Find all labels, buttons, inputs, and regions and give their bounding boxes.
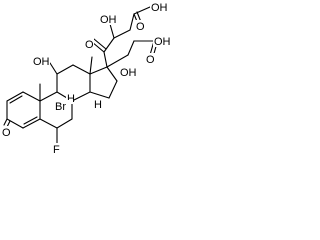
fluorine-label: F — [53, 144, 60, 156]
side-chain-hydroxy-label: OH — [100, 14, 117, 26]
carboxyl-o-label-top: O — [136, 21, 145, 33]
hydrogen-label-c9: H — [67, 93, 75, 105]
c11-hydroxy-label: OH — [33, 56, 50, 68]
carboxyl-o-label-right: O — [146, 54, 155, 66]
molecular-structure-diagram: OH O OH O OH O OH OH H H Br O F — [1, 1, 171, 156]
carboxyl-oh-label-right: OH — [154, 36, 171, 48]
carboxyl-oh-label-top: OH — [151, 2, 168, 14]
atom-labels: OH O OH O OH O OH OH H H Br O F — [1, 1, 171, 156]
c3-ketone-label: O — [2, 127, 11, 139]
bond-lines — [3, 6, 158, 144]
bromine-label: Br — [55, 101, 66, 113]
c17-hydroxy-label: OH — [120, 67, 137, 79]
side-chain-ketone-label: O — [85, 39, 94, 51]
hydrogen-label-c14: H — [94, 99, 102, 111]
